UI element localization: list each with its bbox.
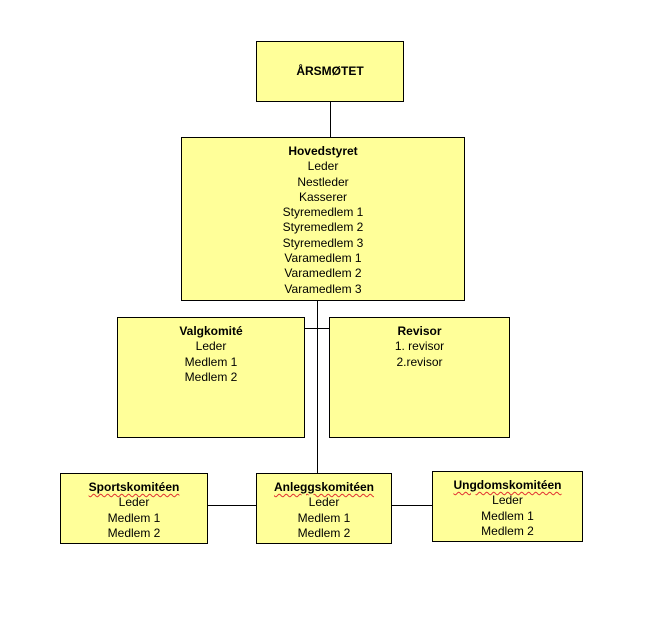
sportskomiteen-member: Medlem 2 [107, 525, 161, 540]
anleggskomiteen-box: Anleggskomitéen Leder Medlem 1 Medlem 2 [256, 473, 392, 544]
connector-sport-anlegg [208, 505, 256, 506]
hovedstyret-member: Varamedlem 1 [284, 251, 362, 266]
hovedstyret-member: Styremedlem 3 [282, 235, 364, 250]
anleggskomiteen-member: Leder [308, 495, 340, 510]
hovedstyret-member: Styremedlem 1 [282, 205, 364, 220]
valgkomite-member: Leder [195, 339, 227, 354]
connector-trunk [317, 285, 318, 473]
sportskomiteen-member: Medlem 1 [107, 510, 161, 525]
ungdomskomiteen-member: Leder [492, 493, 523, 508]
hovedstyret-title: Hovedstyret [288, 144, 358, 158]
revisor-title: Revisor [397, 324, 442, 338]
anleggskomiteen-member: Medlem 1 [297, 510, 351, 525]
revisor-box: Revisor 1. revisor 2.revisor [329, 317, 510, 438]
sportskomiteen-title: Sportskomitéen [88, 480, 180, 494]
hovedstyret-member: Styremedlem 2 [282, 220, 364, 235]
connector-anlegg-ungdom [392, 505, 432, 506]
connector-arsmotet-hovedstyret [330, 102, 331, 137]
hovedstyret-member: Varamedlem 2 [284, 266, 362, 281]
hovedstyret-member: Varamedlem 3 [284, 281, 362, 296]
ungdomskomiteen-title: Ungdomskomitéen [453, 478, 562, 492]
hovedstyret-member: Nestleder [297, 174, 349, 189]
hovedstyret-member: Leder [307, 159, 339, 174]
ungdomskomiteen-member: Medlem 1 [481, 508, 534, 523]
arsmotet-box: ÅRSMØTET [256, 41, 404, 102]
sportskomiteen-member: Leder [118, 495, 150, 510]
ungdomskomiteen-box: Ungdomskomitéen Leder Medlem 1 Medlem 2 [432, 471, 583, 542]
revisor-member: 1. revisor [394, 339, 445, 354]
arsmotet-title: ÅRSMØTET [296, 63, 364, 78]
valgkomite-member: Medlem 2 [184, 369, 238, 384]
valgkomite-member: Medlem 1 [184, 354, 238, 369]
ungdomskomiteen-member: Medlem 2 [481, 523, 534, 538]
anleggskomiteen-member: Medlem 2 [297, 525, 351, 540]
sportskomiteen-box: Sportskomitéen Leder Medlem 1 Medlem 2 [60, 473, 208, 544]
anleggskomiteen-title: Anleggskomitéen [273, 480, 375, 494]
valgkomite-box: Valgkomité Leder Medlem 1 Medlem 2 [117, 317, 305, 438]
hovedstyret-box: Hovedstyret Leder Nestleder Kasserer Sty… [181, 137, 465, 301]
connector-valgkomite-revisor [305, 328, 329, 329]
valgkomite-title: Valgkomité [179, 324, 243, 338]
revisor-member: 2.revisor [396, 354, 443, 369]
hovedstyret-member: Kasserer [298, 189, 348, 204]
